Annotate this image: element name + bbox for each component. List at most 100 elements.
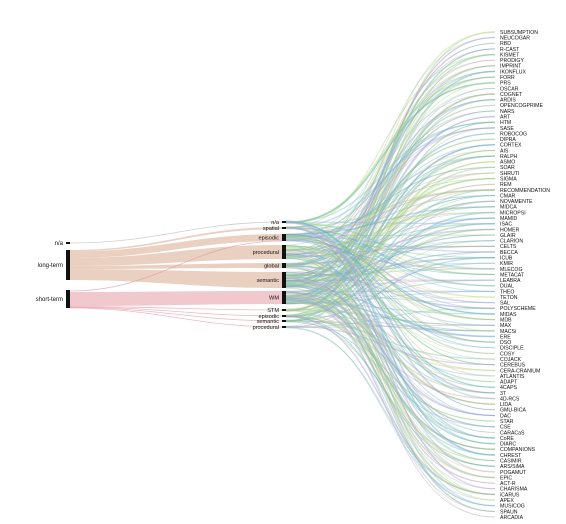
architecture-link bbox=[285, 294, 496, 484]
architecture-link bbox=[285, 278, 496, 484]
architecture-link bbox=[285, 292, 496, 518]
architecture-link bbox=[285, 315, 496, 400]
architecture-link bbox=[285, 99, 496, 256]
architecture-link bbox=[285, 277, 496, 388]
architecture-link bbox=[285, 251, 496, 327]
architecture-link bbox=[285, 319, 496, 462]
architecture-link bbox=[285, 227, 496, 276]
architecture-link bbox=[285, 236, 496, 445]
architecture-link bbox=[285, 228, 496, 279]
middle-node-label: STM bbox=[267, 308, 279, 314]
architecture-link bbox=[285, 226, 496, 439]
architecture-link bbox=[285, 282, 496, 405]
architecture-label: 3T bbox=[500, 391, 507, 397]
architecture-link bbox=[285, 262, 496, 277]
architecture-label: MIDCA bbox=[500, 205, 517, 211]
architecture-label: COJACK bbox=[500, 357, 522, 363]
architecture-link bbox=[285, 279, 496, 405]
architecture-label: ERE bbox=[500, 334, 511, 340]
architecture-link bbox=[285, 217, 496, 305]
architecture-link bbox=[285, 178, 496, 235]
node-bar-middle bbox=[282, 309, 286, 311]
architecture-link bbox=[285, 150, 496, 323]
architecture-link bbox=[285, 155, 496, 299]
architecture-link bbox=[285, 99, 496, 279]
architecture-link bbox=[285, 265, 496, 309]
architecture-link bbox=[285, 249, 496, 343]
architecture-link bbox=[285, 235, 496, 321]
architecture-label: CMAR bbox=[500, 193, 516, 199]
architecture-link bbox=[285, 121, 496, 224]
architecture-link bbox=[285, 189, 496, 318]
left-node-label: short-term bbox=[36, 297, 63, 303]
architecture-label: MICROPSI bbox=[500, 210, 526, 216]
architecture-link bbox=[285, 82, 496, 284]
architecture-label: CELTS bbox=[500, 244, 517, 250]
architecture-link bbox=[285, 177, 496, 286]
architecture-label: OPENCOGPRIME bbox=[500, 103, 543, 109]
architecture-link bbox=[285, 234, 496, 288]
architecture-label: RECOMMENDATION bbox=[500, 188, 550, 194]
architecture-link bbox=[285, 217, 496, 296]
architecture-link bbox=[285, 279, 496, 479]
architecture-link bbox=[285, 65, 496, 283]
architecture-link bbox=[285, 71, 496, 327]
left-node-label: n/a bbox=[55, 241, 64, 247]
architecture-link bbox=[285, 110, 496, 276]
architecture-link bbox=[285, 132, 496, 282]
architecture-link bbox=[285, 76, 496, 246]
architecture-link bbox=[285, 31, 496, 317]
architecture-label: CORTEX bbox=[500, 143, 522, 149]
architecture-link bbox=[285, 149, 496, 259]
architecture-label: MLECOG bbox=[500, 267, 522, 273]
architecture-label: NEUCOGAR bbox=[500, 36, 530, 42]
architecture-link bbox=[285, 195, 496, 282]
architecture-link bbox=[285, 59, 496, 277]
architecture-link bbox=[285, 235, 496, 287]
architecture-link bbox=[285, 110, 496, 282]
architecture-link bbox=[285, 245, 496, 255]
architecture-link bbox=[285, 223, 496, 292]
architecture-label: APEX bbox=[500, 498, 514, 504]
architecture-link bbox=[285, 144, 496, 267]
architecture-link bbox=[285, 272, 496, 461]
architecture-label: 4CAPS bbox=[500, 385, 518, 391]
architecture-label: REM bbox=[500, 182, 512, 188]
architecture-link bbox=[285, 239, 496, 315]
architecture-link bbox=[285, 299, 496, 450]
architecture-link bbox=[285, 144, 496, 298]
architecture-link bbox=[285, 65, 496, 254]
architecture-link bbox=[285, 282, 496, 467]
architecture-link bbox=[285, 31, 496, 278]
architecture-link bbox=[285, 235, 496, 253]
architecture-link bbox=[285, 220, 496, 400]
architecture-label: HOMER bbox=[500, 227, 520, 233]
architecture-link bbox=[285, 206, 496, 236]
node-bar-middle bbox=[282, 326, 286, 328]
architecture-link bbox=[285, 295, 496, 467]
architecture-link bbox=[285, 315, 496, 422]
middle-node-label: semantic bbox=[257, 319, 280, 325]
architecture-link bbox=[285, 244, 496, 366]
architecture-link bbox=[285, 327, 496, 496]
architecture-link bbox=[285, 301, 496, 394]
node-bar-left bbox=[66, 242, 70, 244]
architecture-link bbox=[285, 115, 496, 298]
architecture-link bbox=[285, 326, 496, 501]
architecture-link bbox=[285, 212, 496, 240]
architecture-link bbox=[285, 228, 496, 292]
architecture-label: DSO bbox=[500, 340, 511, 346]
architecture-link bbox=[285, 234, 496, 282]
architecture-link bbox=[285, 127, 496, 241]
architecture-link bbox=[285, 37, 496, 300]
architecture-link bbox=[285, 236, 496, 354]
architecture-link bbox=[285, 301, 496, 377]
architecture-link bbox=[285, 115, 496, 304]
architecture-link bbox=[285, 234, 496, 309]
memory-type-links bbox=[69, 221, 283, 328]
architecture-label: TETON bbox=[500, 295, 518, 301]
middle-node-label: episodic bbox=[258, 236, 279, 242]
architecture-link bbox=[285, 292, 496, 371]
architecture-link bbox=[285, 264, 496, 354]
